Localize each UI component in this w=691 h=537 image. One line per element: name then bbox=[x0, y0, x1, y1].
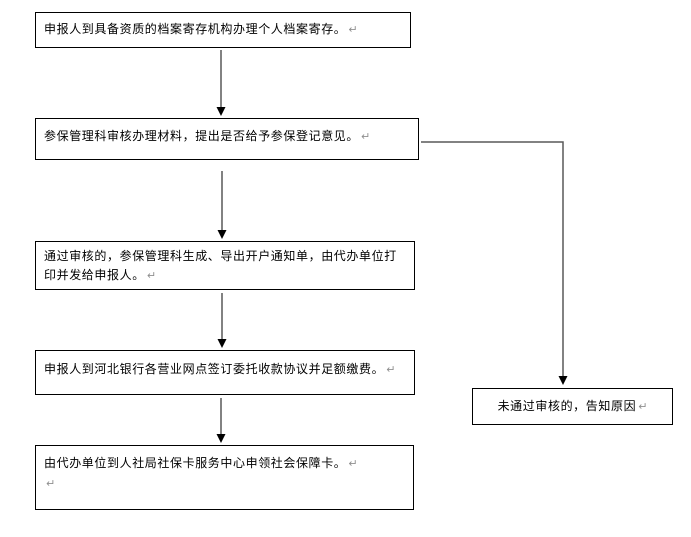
paragraph-return-mark: ↵ bbox=[348, 458, 358, 470]
flow-box-card: 由代办单位到人社局社保卡服务中心申领社会保障卡。↵ ↵ bbox=[35, 445, 414, 510]
flow-box-card-empty-line: ↵ bbox=[44, 474, 405, 494]
paragraph-return-mark: ↵ bbox=[348, 24, 358, 36]
flow-box-notice-text: 通过审核的，参保管理科生成、导出开户通知单，由代办单位打印并发给申报人。↵ bbox=[44, 249, 397, 282]
connector-review-to-reject-elbow-arrow bbox=[421, 141, 568, 385]
flow-box-bank: 申报人到河北银行各营业网点签订委托收款协议并足额缴费。↵ bbox=[35, 350, 415, 395]
paragraph-return-mark: ↵ bbox=[146, 270, 157, 282]
flow-box-review-text: 参保管理科审核办理材料，提出是否给予参保登记意见。↵ bbox=[44, 129, 371, 143]
flow-box-bank-text: 申报人到河北银行各营业网点签订委托收款协议并足额缴费。↵ bbox=[44, 362, 396, 376]
connector-bank-to-card-arrow bbox=[216, 398, 226, 443]
connector-review-to-notice-arrow bbox=[217, 171, 227, 239]
flow-box-reject-text: 未通过审核的，告知原因↵ bbox=[497, 399, 648, 413]
flow-box-notice: 通过审核的，参保管理科生成、导出开户通知单，由代办单位打印并发给申报人。↵ bbox=[35, 241, 415, 290]
paragraph-return-mark: ↵ bbox=[361, 131, 371, 143]
paragraph-return-mark: ↵ bbox=[386, 364, 396, 376]
paragraph-return-mark: ↵ bbox=[638, 401, 648, 413]
flow-box-reject: 未通过审核的，告知原因↵ bbox=[472, 388, 673, 425]
connector-notice-to-bank-arrow bbox=[217, 293, 227, 348]
paragraph-return-mark: ↵ bbox=[46, 478, 56, 490]
flow-box-archive-text: 申报人到具备资质的档案寄存机构办理个人档案寄存。↵ bbox=[44, 22, 358, 36]
connector-archive-to-review-arrow bbox=[216, 50, 226, 116]
flow-box-card-text: 由代办单位到人社局社保卡服务中心申领社会保障卡。↵ bbox=[44, 456, 358, 470]
flow-box-review: 参保管理科审核办理材料，提出是否给予参保登记意见。↵ bbox=[35, 118, 419, 160]
flow-box-archive: 申报人到具备资质的档案寄存机构办理个人档案寄存。↵ bbox=[35, 12, 411, 48]
